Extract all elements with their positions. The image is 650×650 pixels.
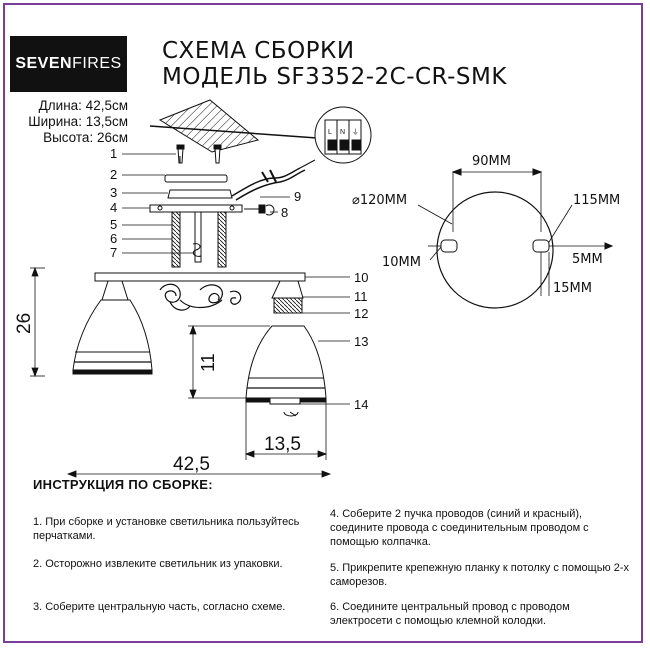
logo-seven: SEVEN: [15, 55, 73, 72]
diagram-title: СХЕМА СБОРКИ: [162, 38, 355, 64]
screws: [176, 144, 222, 164]
decorative-scroll: [159, 283, 242, 311]
arm-bar: [94, 272, 306, 282]
instruction-step-6: 6. Соедините центральный провод с провод…: [330, 601, 570, 627]
spec-height: Высота: 26см: [43, 130, 128, 145]
ceiling: [149, 99, 346, 153]
dim-bracket-label: 90ММ: [472, 154, 511, 169]
terminal-block: L N ⏚: [299, 106, 372, 169]
right-shade: [245, 325, 327, 403]
dim-offset-label: 15ММ: [553, 281, 592, 296]
dim-shade-width-label: 13,5: [264, 434, 301, 455]
instruction-step-3: 3. Соберите центральную часть, согласно …: [33, 601, 286, 613]
bracket: [149, 204, 243, 213]
part-label-4: 4: [110, 200, 117, 215]
dim-total-length-label: 42,5: [173, 454, 210, 475]
part-label-3: 3: [110, 185, 117, 200]
part-label-7: 7: [110, 245, 117, 260]
part-label-1: 1: [110, 146, 117, 161]
part-label-6: 6: [110, 231, 117, 246]
part-label-8: 8: [281, 205, 288, 220]
terminal-label-ground: ⏚: [352, 128, 359, 136]
part-label-9: 9: [294, 189, 301, 204]
instructions-heading: ИНСТРУКЦИЯ ПО СБОРКЕ:: [33, 477, 213, 492]
part-label-13: 13: [354, 334, 368, 349]
dim-slot-right-label: 5ММ: [572, 252, 603, 267]
threaded-rod-left: [171, 211, 181, 268]
model-title: МОДЕЛЬ SF3352-2C-CR-SMK: [162, 64, 507, 90]
part-label-11: 11: [354, 289, 368, 304]
part-label-2: 2: [110, 167, 117, 182]
dim-shade-height: [188, 324, 270, 400]
instruction-step-5: 5. Прикрепите крепежную планку к потолку…: [330, 562, 630, 588]
threaded-rod-right: [217, 211, 227, 268]
dim-shade-width: [244, 402, 328, 460]
mounting-bar: [164, 174, 228, 183]
page-border: [3, 3, 643, 643]
cap: [269, 397, 301, 417]
part-label-14: 14: [354, 397, 368, 412]
spec-width: Ширина: 13,5см: [28, 114, 128, 129]
dim-plate-diameter-label: ⌀120ММ: [352, 193, 407, 208]
instruction-step-2: 2. Осторожно извлеките светильник из упа…: [33, 558, 283, 570]
dim-height-label: 26: [14, 313, 35, 334]
terminal-label-l: L: [328, 129, 332, 136]
part-label-12: 12: [354, 306, 368, 321]
part-label-10: 10: [354, 270, 368, 285]
specs-block: Длина: 42,5см Ширина: 13,5см Высота: 26с…: [16, 98, 128, 146]
dim-hole-distance-label: 115ММ: [573, 193, 620, 208]
left-shade: [72, 280, 153, 375]
spec-length: Длина: 42,5см: [38, 98, 128, 113]
instruction-step-4: 4. Соберите 2 пучка проводов (синий и кр…: [330, 508, 589, 548]
dim-slot-left-label: 10ММ: [382, 255, 421, 270]
socket: [271, 280, 304, 314]
wires: [231, 167, 306, 201]
mounting-plate: [417, 168, 614, 309]
instruction-step-1: 1. При сборке и установке светильника по…: [33, 516, 300, 542]
terminal-label-n: N: [340, 129, 345, 136]
dim-total-length: [66, 470, 332, 478]
side-screw: [244, 204, 275, 216]
logo-fires: FIRES: [72, 55, 122, 72]
part-callouts: [122, 153, 350, 405]
dim-shade-height-label: 11: [198, 353, 218, 372]
dim-height: [30, 266, 45, 378]
part-label-5: 5: [110, 217, 117, 232]
canopy: [167, 189, 233, 199]
